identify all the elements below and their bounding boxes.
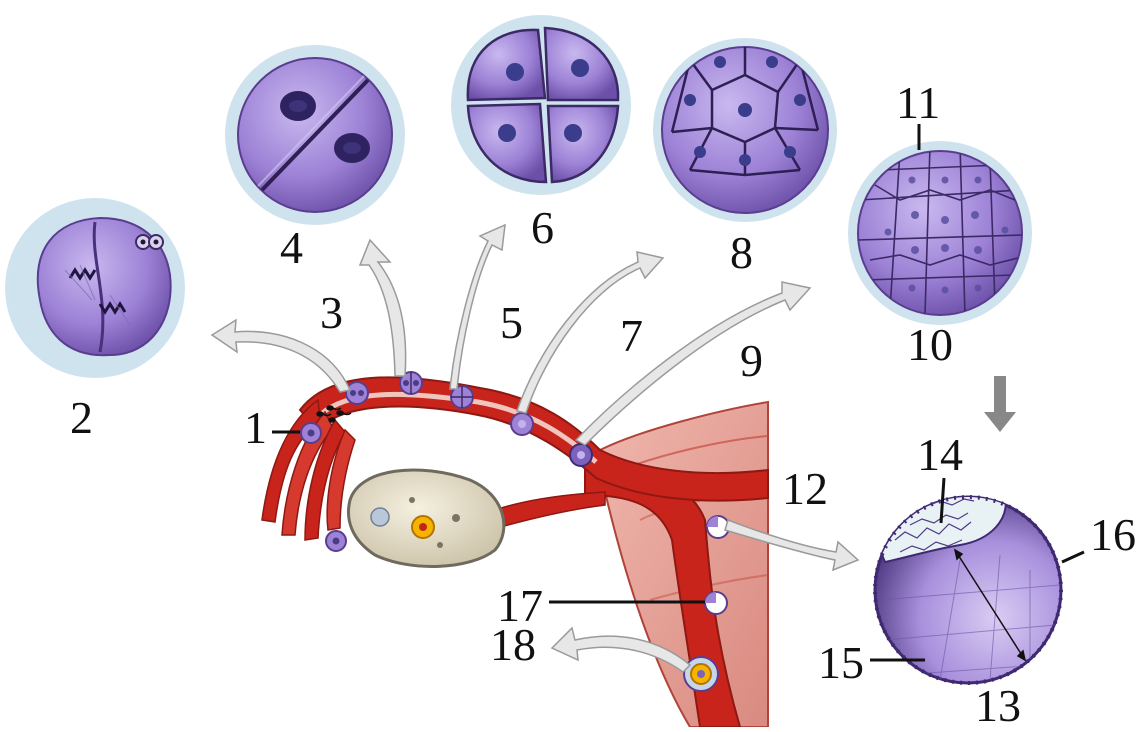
stage-4-two-cell [225, 45, 405, 225]
label-13: 13 [975, 683, 1021, 729]
label-18: 18 [490, 622, 536, 668]
label-16: 16 [1090, 512, 1136, 558]
tube-zygote-3 [346, 382, 368, 404]
tube-zygote-1 [301, 423, 321, 443]
label-8: 8 [730, 230, 753, 276]
stage-2-zygote [5, 198, 185, 378]
ovary [348, 470, 503, 567]
label-15: 15 [818, 640, 864, 686]
down-arrow [984, 376, 1016, 432]
label-5: 5 [500, 300, 523, 346]
label-11: 11 [896, 80, 940, 126]
tube-morula [570, 444, 592, 466]
label-4: 4 [280, 225, 303, 271]
implanting-embryo [684, 657, 718, 691]
label-2: 2 [70, 395, 93, 441]
fimbriae [262, 400, 355, 540]
stage-8-morula [653, 38, 837, 222]
label-3: 3 [320, 290, 343, 336]
blastocyst [875, 493, 1061, 683]
label-7: 7 [620, 313, 643, 359]
uterus-blastocyst-17 [705, 592, 727, 614]
label-10: 10 [907, 322, 953, 368]
label-9: 9 [740, 338, 763, 384]
tube-eight-cell [511, 413, 533, 435]
label-12: 12 [782, 466, 828, 512]
released-oocyte [326, 531, 346, 551]
stage-6-four-cell [451, 15, 631, 195]
label-1: 1 [244, 405, 267, 451]
label-14: 14 [917, 432, 963, 478]
stage-10-blastula [848, 141, 1032, 325]
label-6: 6 [531, 205, 554, 251]
